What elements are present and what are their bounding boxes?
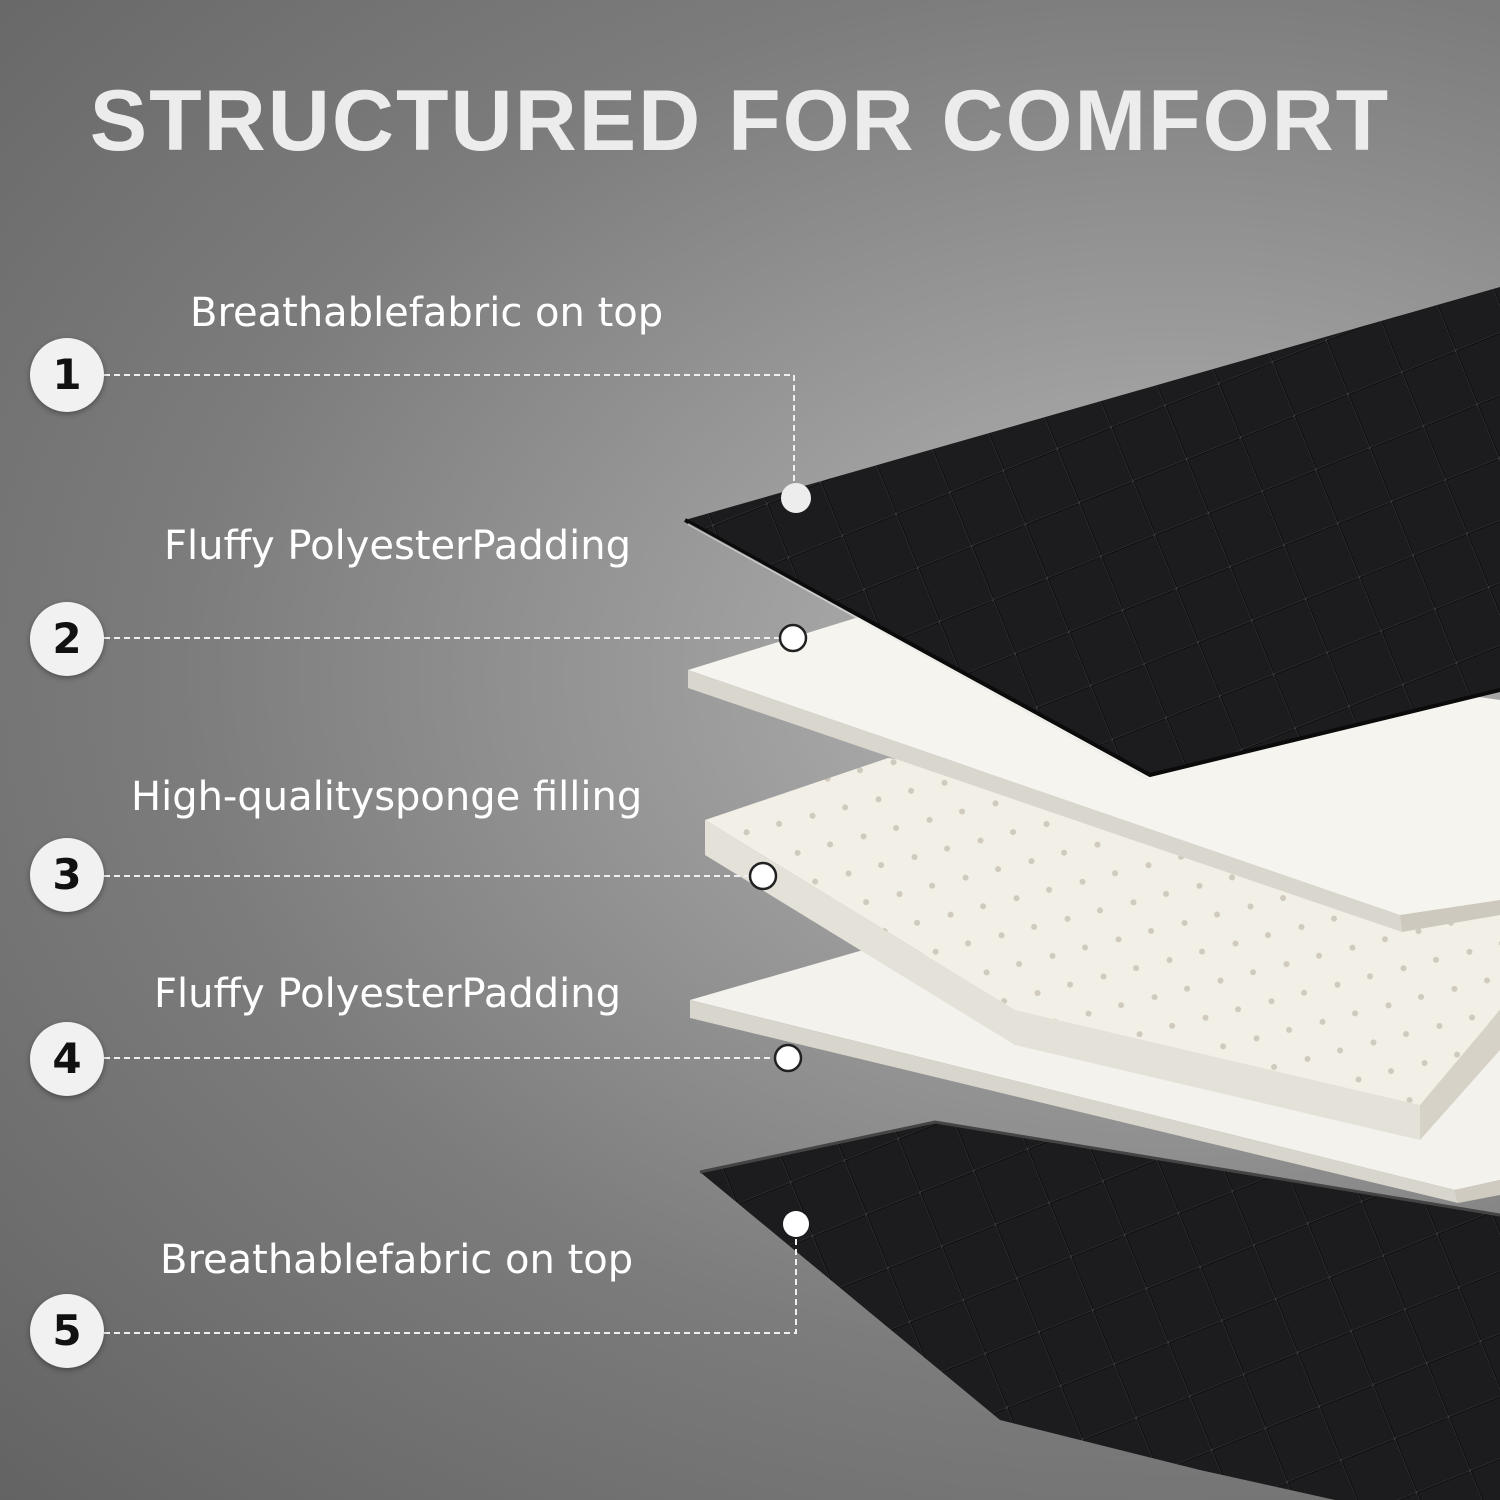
dot-4 (773, 1043, 803, 1073)
dot-1 (781, 483, 811, 513)
layer-label-4: Fluffy PolyesterPadding (154, 971, 622, 1017)
layer-1-fabric (684, 287, 1500, 780)
page-title: STRUCTURED FOR COMFORT (89, 73, 1391, 169)
dot-3 (748, 861, 778, 891)
leader-dots (748, 483, 811, 1237)
layer-5-fabric (699, 1120, 1500, 1500)
dot-5 (783, 1211, 809, 1237)
layer-label-5: Breathablefabric on top (160, 1237, 634, 1283)
layer-number-5: 5 (30, 1294, 104, 1368)
layer-label-3: High-qualitysponge filling (131, 774, 643, 820)
leader-line-1 (104, 374, 795, 495)
layer-number-2: 2 (30, 602, 104, 676)
layer-number-1: 1 (30, 338, 104, 412)
leader-lines (104, 374, 797, 1334)
layer-label-2: Fluffy PolyesterPadding (164, 523, 632, 569)
layer-number-4: 4 (30, 1022, 104, 1096)
layer-number-3: 3 (30, 838, 104, 912)
layer-label-1: Breathablefabric on top (190, 290, 664, 336)
leader-line-5 (104, 1225, 797, 1334)
dot-2 (778, 623, 808, 653)
